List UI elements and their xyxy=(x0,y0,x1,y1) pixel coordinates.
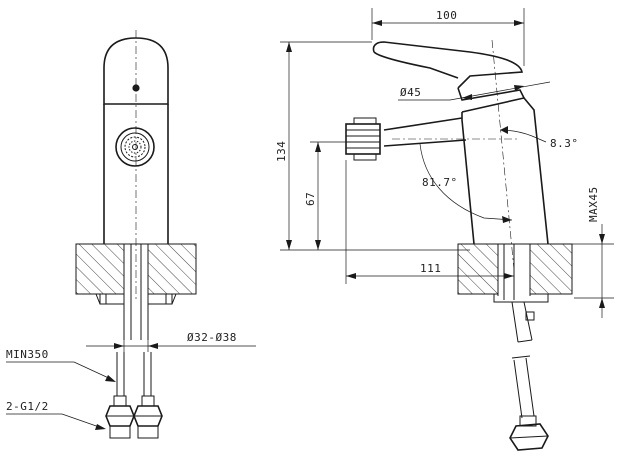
dimension-width: 100 xyxy=(371,8,525,66)
side-lever xyxy=(372,41,523,89)
front-countertop xyxy=(75,243,125,295)
front-view xyxy=(75,30,197,439)
side-spout xyxy=(383,117,467,147)
spout-height-label: 67 xyxy=(304,192,317,206)
height-label: 134 xyxy=(275,141,288,162)
side-countertop xyxy=(457,243,499,295)
spout-angle-label: 81.7° xyxy=(422,176,458,189)
side-hex-nut-icon xyxy=(509,415,549,451)
front-lever xyxy=(103,37,169,105)
dimension-spout-reach: 111 xyxy=(345,160,514,284)
side-body xyxy=(461,97,549,245)
body-diameter-label: Ø45 xyxy=(400,86,421,99)
dimension-hose-length: MIN350 xyxy=(6,348,116,382)
dimension-spout-height: 67 xyxy=(304,141,346,250)
dimension-hole-diameter: Ø32-Ø38 xyxy=(86,331,256,352)
hose-length-label: MIN350 xyxy=(6,348,49,361)
side-view xyxy=(345,39,573,451)
hole-diameter-label: Ø32-Ø38 xyxy=(187,331,237,344)
lever-indicator-dot xyxy=(132,84,140,92)
nozzle-icon xyxy=(345,117,381,161)
hose-lines xyxy=(116,352,152,396)
dimension-max-counter: MAX45 xyxy=(556,186,614,318)
front-body xyxy=(103,104,169,244)
dimension-lever-angle: 8.3° xyxy=(499,126,579,150)
dimension-height: 134 xyxy=(275,41,470,251)
hex-nut-icon xyxy=(105,395,163,439)
dimension-hose-thread: 2-G1/2 xyxy=(6,400,106,430)
spout-reach-label: 111 xyxy=(420,262,441,275)
dimension-body-diameter: Ø45 xyxy=(398,81,551,101)
width-label: 100 xyxy=(436,9,457,22)
max-counter-label: MAX45 xyxy=(587,186,600,222)
aerator-icon xyxy=(115,127,155,167)
dimension-spout-angle: 81.7° xyxy=(419,143,513,223)
lever-angle-label: 8.3° xyxy=(550,137,579,150)
hose-thread-label: 2-G1/2 xyxy=(6,400,49,413)
